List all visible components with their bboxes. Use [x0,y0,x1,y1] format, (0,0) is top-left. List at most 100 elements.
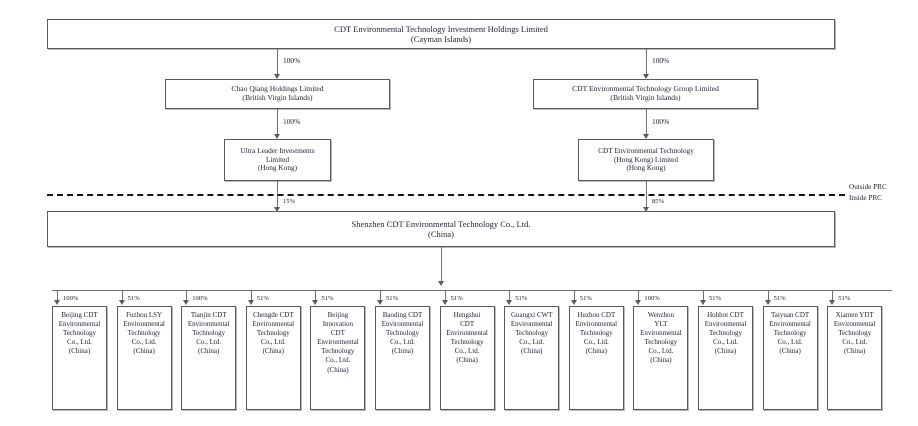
connector-bus-to-baoding-cdt [380,290,381,302]
node-guangxi-cwt-line-5: (China) [520,347,543,356]
arrow-cdt-group-to-cdt-hk [643,134,649,139]
arrow-wfoe-to-bus [438,281,444,286]
pct-taiyuan-cdt: 51% [773,295,786,302]
node-wenzhou-ylt-line-4: Technology [644,338,678,347]
node-baoding-cdt-line-4: Co., Ltd. [390,338,415,347]
connector-bus-to-guangxi-cwt [509,290,511,302]
node-wenzhou-ylt-line-2: YLT [654,320,668,329]
node-fuzhou-lsy-line-5: (China) [133,347,155,356]
node-cdt-group-jurisdiction: (British Virgin Islands) [610,93,681,102]
arrow-bus-to-beijing-innovation [312,300,319,305]
pct-chao-qiang-to-ultra-leader: 100% [283,117,301,126]
pct-baoding-cdt: 51% [386,295,399,302]
node-xiamen-ydt-line-1: Xiamen YDT [835,311,874,319]
node-huzhou-cdt-line-5: (China) [585,347,607,356]
node-beijing-cdt-line-4: Co., Ltd. [67,338,92,347]
node-hohhot-cdt-line-5: (China) [714,347,737,356]
subsidiary-distribution-bus [52,290,892,291]
node-top-holdco-name: CDT Environmental Technology Investment … [334,23,548,34]
node-beijing-cdt-line-3: Technology [63,329,96,338]
node-hengshui-cdt-line-3: Environmental [446,329,488,338]
node-beijing-innovation-line-5: Technology [321,347,355,356]
arrow-bus-to-huzhou-cdt [570,300,577,305]
node-xiamen-ydt-line-2: Environmental [833,320,876,329]
pct-hengshui-cdt: 51% [450,295,463,302]
node-huzhou-cdt-line-2: Environmental [575,320,618,329]
node-guangxi-cwt-line-4: Co., Ltd. [519,338,545,347]
node-guangxi-cwt-line-2: Environmental [510,320,553,329]
node-chengde-cdt-line-2: Environmental [252,320,295,329]
node-tianjin-cdt-line-3: Technology [192,329,226,338]
node-beijing-innovation-line-1: Beijing [327,311,349,319]
pct-top-to-cdt-group: 100% [652,56,670,65]
node-taiyuan-cdt-line-5: (China) [779,347,801,356]
connector-bus-to-taiyuan-cdt [767,290,769,302]
node-hohhot-cdt-line-2: Environmental [704,320,747,329]
node-shenzhen-wfoe-name: Shenzhen CDT Environmental Technology Co… [351,218,531,229]
node-wenzhou-ylt-line-3: Environmental [640,329,682,338]
node-taiyuan-cdt-line-1: Taiyuan CDT [770,311,810,319]
connector-top-to-chao-qiang [277,49,278,76]
connector-wfoe-to-bus [441,247,442,283]
node-hengshui-cdt-line-6: (China) [456,356,478,365]
connector-bus-to-hengshui-cdt [444,290,446,302]
node-beijing-innovation-line-4: Environmental [317,338,359,347]
pct-top-to-chao-qiang: 100% [283,56,301,65]
node-chengde-cdt-line-1: Chengde CDT [252,311,294,319]
node-cdt-group: CDT Environmental Technology Group Limit… [533,79,758,109]
node-tianjin-cdt-line-5: (China) [197,347,220,356]
node-cdt-group-name: CDT Environmental Technology Group Limit… [572,84,719,94]
node-chao-qiang: Chao Qiang Holdings Limited (British Vir… [165,79,390,109]
node-tianjin-cdt-line-1: Tianjin CDT [190,311,227,319]
node-tianjin-cdt-line-4: Co., Ltd. [196,338,222,347]
pct-cdt-hk-to-wfoe: 85% [652,198,665,205]
node-taiyuan-cdt-line-2: Environmental [769,320,811,329]
node-baoding-cdt-line-5: (China) [391,347,414,356]
connector-top-to-cdt-group [646,49,647,76]
pct-wenzhou-ylt: 100% [644,295,660,302]
node-ultra-leader: Ultra Leader Investments Limited (Hong K… [224,139,331,181]
pct-cdt-group-to-cdt-hk: 100% [652,117,670,126]
node-shenzhen-wfoe-jurisdiction: (China) [428,229,454,239]
node-cdt-hk: CDT Environmental Technology (Hong Kong)… [578,139,714,181]
node-top-holdco: CDT Environmental Technology Investment … [47,19,835,49]
arrow-bus-to-xiamen-ydt [829,300,836,305]
arrow-bus-to-taiyuan-cdt [764,300,771,305]
node-guangxi-cwt-line-3: Technology [515,329,549,338]
node-chengde-cdt-line-3: Technology [256,329,290,338]
node-tianjin-cdt-line-2: Environmental [187,320,230,329]
node-ultra-leader-line-3: (Hong Kong) [257,163,298,173]
node-fuzhou-lsy-line-1: Fuzhou LSY [126,311,163,319]
node-wenzhou-ylt-line-5: Co., Ltd. [648,347,674,356]
node-hengshui-cdt-line-1: Hengshui [453,311,481,319]
node-baoding-cdt-line-3: Technology [386,329,419,338]
arrow-chao-qiang-to-ultra-leader [274,134,280,139]
node-fuzhou-lsy-line-2: Environmental [123,320,165,329]
pct-beijing-innovation: 51% [321,295,334,302]
node-hohhot-cdt-line-3: Technology [709,329,742,338]
label-inside-prc: Inside PRC [849,194,882,202]
connector-bus-to-huzhou-cdt [573,290,575,302]
label-outside-prc: Outside PRC [849,183,887,191]
node-taiyuan-cdt-line-3: Technology [773,329,807,338]
node-wenzhou-ylt-line-6: (China) [650,356,672,365]
arrow-bus-to-hohhot-cdt [700,300,706,305]
node-beijing-cdt-line-5: (China) [68,347,91,356]
arrow-bus-to-baoding-cdt [377,300,383,305]
node-cdt-hk-line-3: (Hong Kong) [626,163,666,173]
arrow-bus-to-hengshui-cdt [441,300,448,305]
arrow-bus-to-beijing-cdt [54,300,60,305]
node-hengshui-cdt-line-4: Technology [450,338,484,347]
node-beijing-innovation-line-7: (China) [327,365,349,374]
node-fuzhou-lsy-line-4: Co., Ltd. [131,338,157,347]
connector-chao-qiang-to-ultra-leader [277,109,278,136]
node-ultra-leader-line-2: Limited [265,154,290,164]
